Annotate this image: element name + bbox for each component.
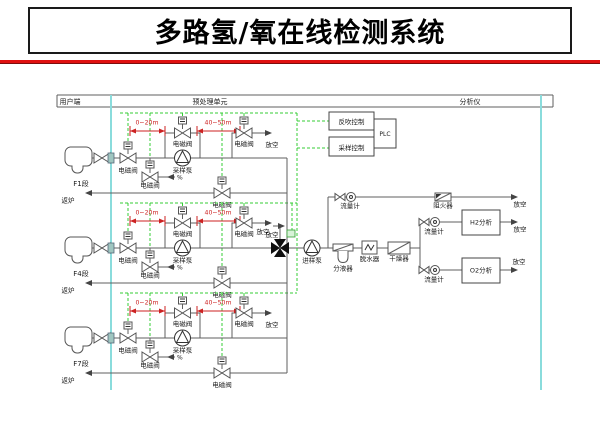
selector-vent-arrow [278, 223, 285, 229]
dehydrator-label: 脱水器 [360, 254, 380, 263]
section-header: 用户端 预处理单元 分析仪 [56, 94, 554, 108]
section-label-pretreatment: 预处理单元 [193, 97, 228, 106]
train-f4-label: F4段 [73, 269, 88, 278]
train-f7-label: F7段 [73, 359, 88, 368]
train-f1-label: F1段 [73, 179, 88, 188]
control-system: 反吹控制 采样控制 PLC [296, 111, 397, 293]
liquid-separator [332, 243, 354, 264]
o2-analyzer-label: O2分析 [470, 266, 493, 275]
feed-pump-label: 进样泵 [302, 256, 322, 265]
vent-label: 放空 [514, 225, 528, 234]
section-label-analyzer: 分析仪 [460, 97, 481, 106]
top-vent-arrow [511, 194, 518, 200]
vent-label: 放空 [514, 200, 528, 209]
dehydrator [361, 240, 378, 255]
feed-pump [303, 239, 321, 257]
h2-vent-arrow [511, 219, 518, 225]
liquid-separator-label: 分液器 [333, 264, 353, 273]
selector-valve [271, 239, 289, 257]
flow-meter-label: 流量计 [340, 201, 360, 210]
stream-selector: 放空 [257, 203, 296, 257]
sampling-control-label: 采样控制 [339, 143, 366, 152]
flow-meter-top [334, 192, 356, 202]
o2-analyzer-box [461, 257, 501, 284]
plc-label: PLC [379, 131, 390, 138]
flow-meter-o2 [418, 265, 440, 275]
dryer [387, 241, 411, 255]
flow-meter-h2 [418, 217, 440, 227]
blowback-control-label: 反吹控制 [339, 117, 366, 126]
train-f7 [62, 293, 298, 389]
section-label-user: 用户端 [60, 97, 81, 106]
o2-vent-arrow [511, 267, 518, 273]
title-box: 多路氢/氧在线检测系统 [28, 7, 572, 54]
vent-label: 放空 [257, 227, 271, 236]
flow-meter-label: 流量计 [424, 227, 444, 236]
h2-analyzer-label: H2分析 [470, 218, 493, 227]
flame-arrester [434, 192, 452, 202]
flame-arrester-label: 阻火器 [433, 201, 453, 210]
analysis-chain: 进样泵 流量计 阻火器 放空 分液器 [289, 192, 528, 284]
train-f4 [62, 203, 298, 299]
title-rule [0, 60, 600, 64]
train-f1 [62, 113, 298, 209]
h2-analyzer-box [461, 209, 501, 236]
page-title: 多路氢/氧在线检测系统 [154, 18, 446, 49]
plc-box [373, 118, 397, 149]
vent-label: 放空 [513, 257, 527, 266]
dryer-label: 干燥器 [389, 254, 409, 263]
selector-actuator [286, 229, 296, 238]
flow-meter-label: 流量计 [424, 275, 444, 284]
